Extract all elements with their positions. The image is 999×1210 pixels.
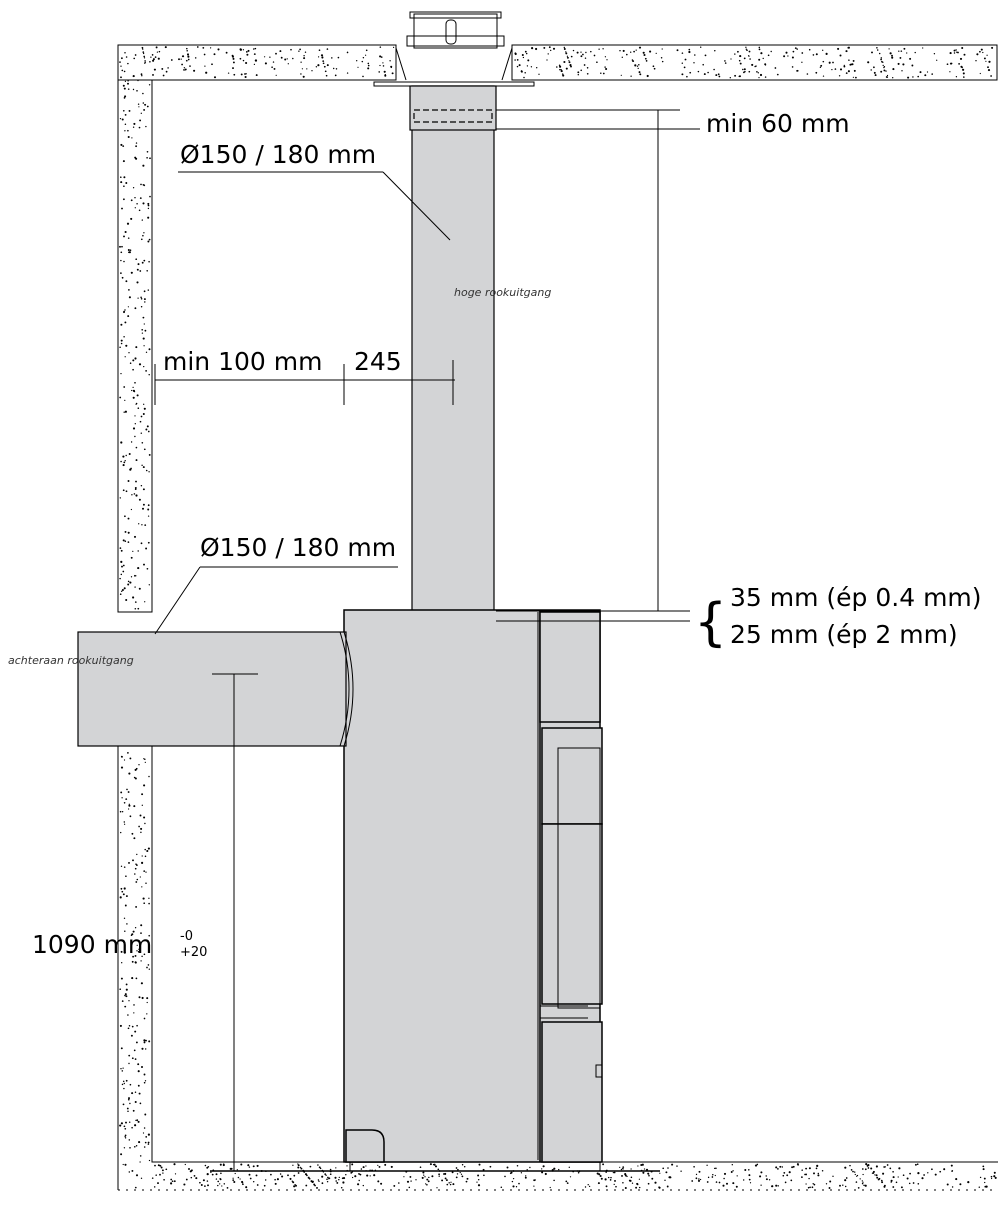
label-25mm: 25 mm (ép 2 mm) [730, 620, 958, 649]
label-high-flue-outlet: hoge rookuitgang [454, 286, 551, 299]
label-min-100: min 100 mm [163, 347, 322, 376]
masonry-texture [119, 46, 997, 1190]
dimension-35-25 [496, 610, 690, 622]
stove-body [210, 609, 660, 1172]
leader-diam-top [178, 171, 451, 241]
dimension-min100 [154, 360, 455, 405]
label-height-1090: 1090 mm [32, 930, 152, 959]
label-245: 245 [354, 347, 402, 376]
wall-left-upper [117, 45, 153, 613]
vertical-flue-pipe [409, 85, 497, 624]
label-rear-flue-outlet: achteraan rookuitgang [8, 654, 134, 667]
brace-symbol: { [694, 593, 727, 653]
label-tolerance-minus: -0 [180, 929, 193, 944]
chimney-top-fitting [373, 11, 535, 87]
label-tolerance-plus: +20 [180, 945, 207, 960]
rear-flue-pipe [77, 631, 354, 747]
label-min-60: min 60 mm [706, 109, 850, 138]
label-diameter-top: Ø150 / 180 mm [180, 140, 376, 169]
ceiling-slab-right [511, 44, 998, 81]
dimension-min60 [496, 109, 700, 611]
leader-diam-back [154, 566, 398, 635]
label-diameter-rear: Ø150 / 180 mm [200, 533, 396, 562]
label-35mm: 35 mm (ép 0.4 mm) [730, 583, 982, 612]
dimension-1090 [212, 673, 258, 1171]
